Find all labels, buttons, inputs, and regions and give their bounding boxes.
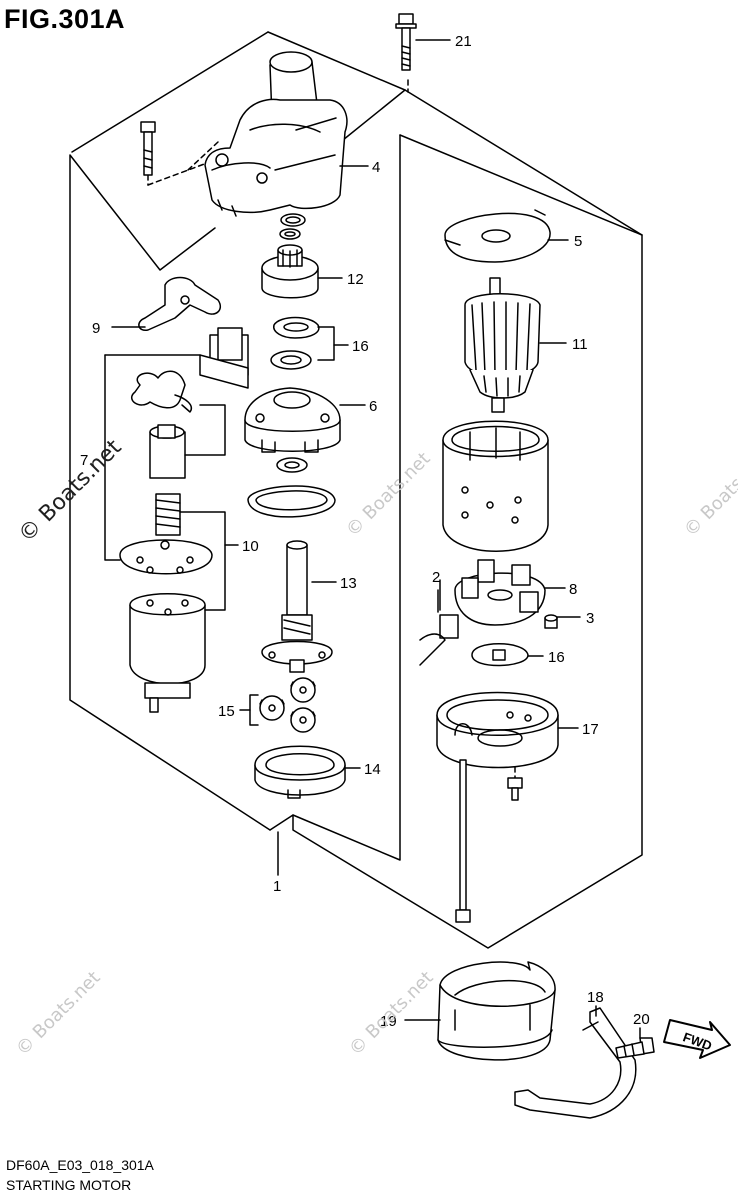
callout-14: 14 [364,761,381,778]
bolt-20 [615,1037,655,1059]
callout-5: 5 [574,233,582,250]
callout-labels: 21 4 5 12 11 9 16 6 7 10 13 2 8 3 16 15 … [80,33,650,1030]
end-cover-17 [436,691,559,769]
through-bolt [455,759,471,923]
callout-13: 13 [340,575,357,592]
callout-1: 1 [273,878,281,895]
armature-11 [464,277,541,413]
shaft-13 [261,540,333,673]
callout-15: 15 [218,703,235,720]
callout-10: 10 [242,538,259,555]
figure-title: FIG.301A [4,4,126,34]
assembly-outline [69,31,643,949]
bracket-6 [244,387,341,453]
internal-gear-14 [254,745,346,799]
callout-12: 12 [347,271,364,288]
planet-gears-15 [259,677,316,733]
fwd-arrow-icon [663,1019,731,1059]
callout-18: 18 [587,989,604,1006]
callout-21: 21 [455,33,472,50]
yoke-frame [442,420,549,552]
callout-16b: 16 [548,649,565,666]
leader-lines [111,39,641,1039]
washer-16-lower [471,643,529,667]
plate-5 [444,209,551,263]
callout-4: 4 [372,159,380,176]
callout-3: 3 [586,610,594,627]
callout-9: 9 [92,320,100,337]
callout-2: 2 [432,569,440,586]
callout-brackets [104,354,239,611]
bolt-21 [395,13,417,71]
snap-ring-16 [270,316,320,370]
callout-19: 19 [380,1013,397,1030]
pinion-gear-12 [261,228,319,299]
callout-16: 16 [352,338,369,355]
callout-7: 7 [80,452,88,469]
cover-19 [437,961,556,1061]
callout-8: 8 [569,581,577,598]
solenoid-parts-7 [119,327,249,713]
strap-18 [514,1007,637,1119]
nut-3 [544,614,558,629]
callout-6: 6 [369,398,377,415]
lever-9 [138,276,222,331]
callout-11: 11 [572,336,588,353]
bolt-small [140,121,156,176]
callout-20: 20 [633,1011,650,1028]
figure-code: DF60A_E03_018_301A [6,1157,154,1173]
brush-holder-8 [419,559,546,666]
solenoid-housing-4 [204,51,348,217]
figure-caption: STARTING MOTOR [6,1177,132,1193]
callout-17: 17 [582,721,599,738]
